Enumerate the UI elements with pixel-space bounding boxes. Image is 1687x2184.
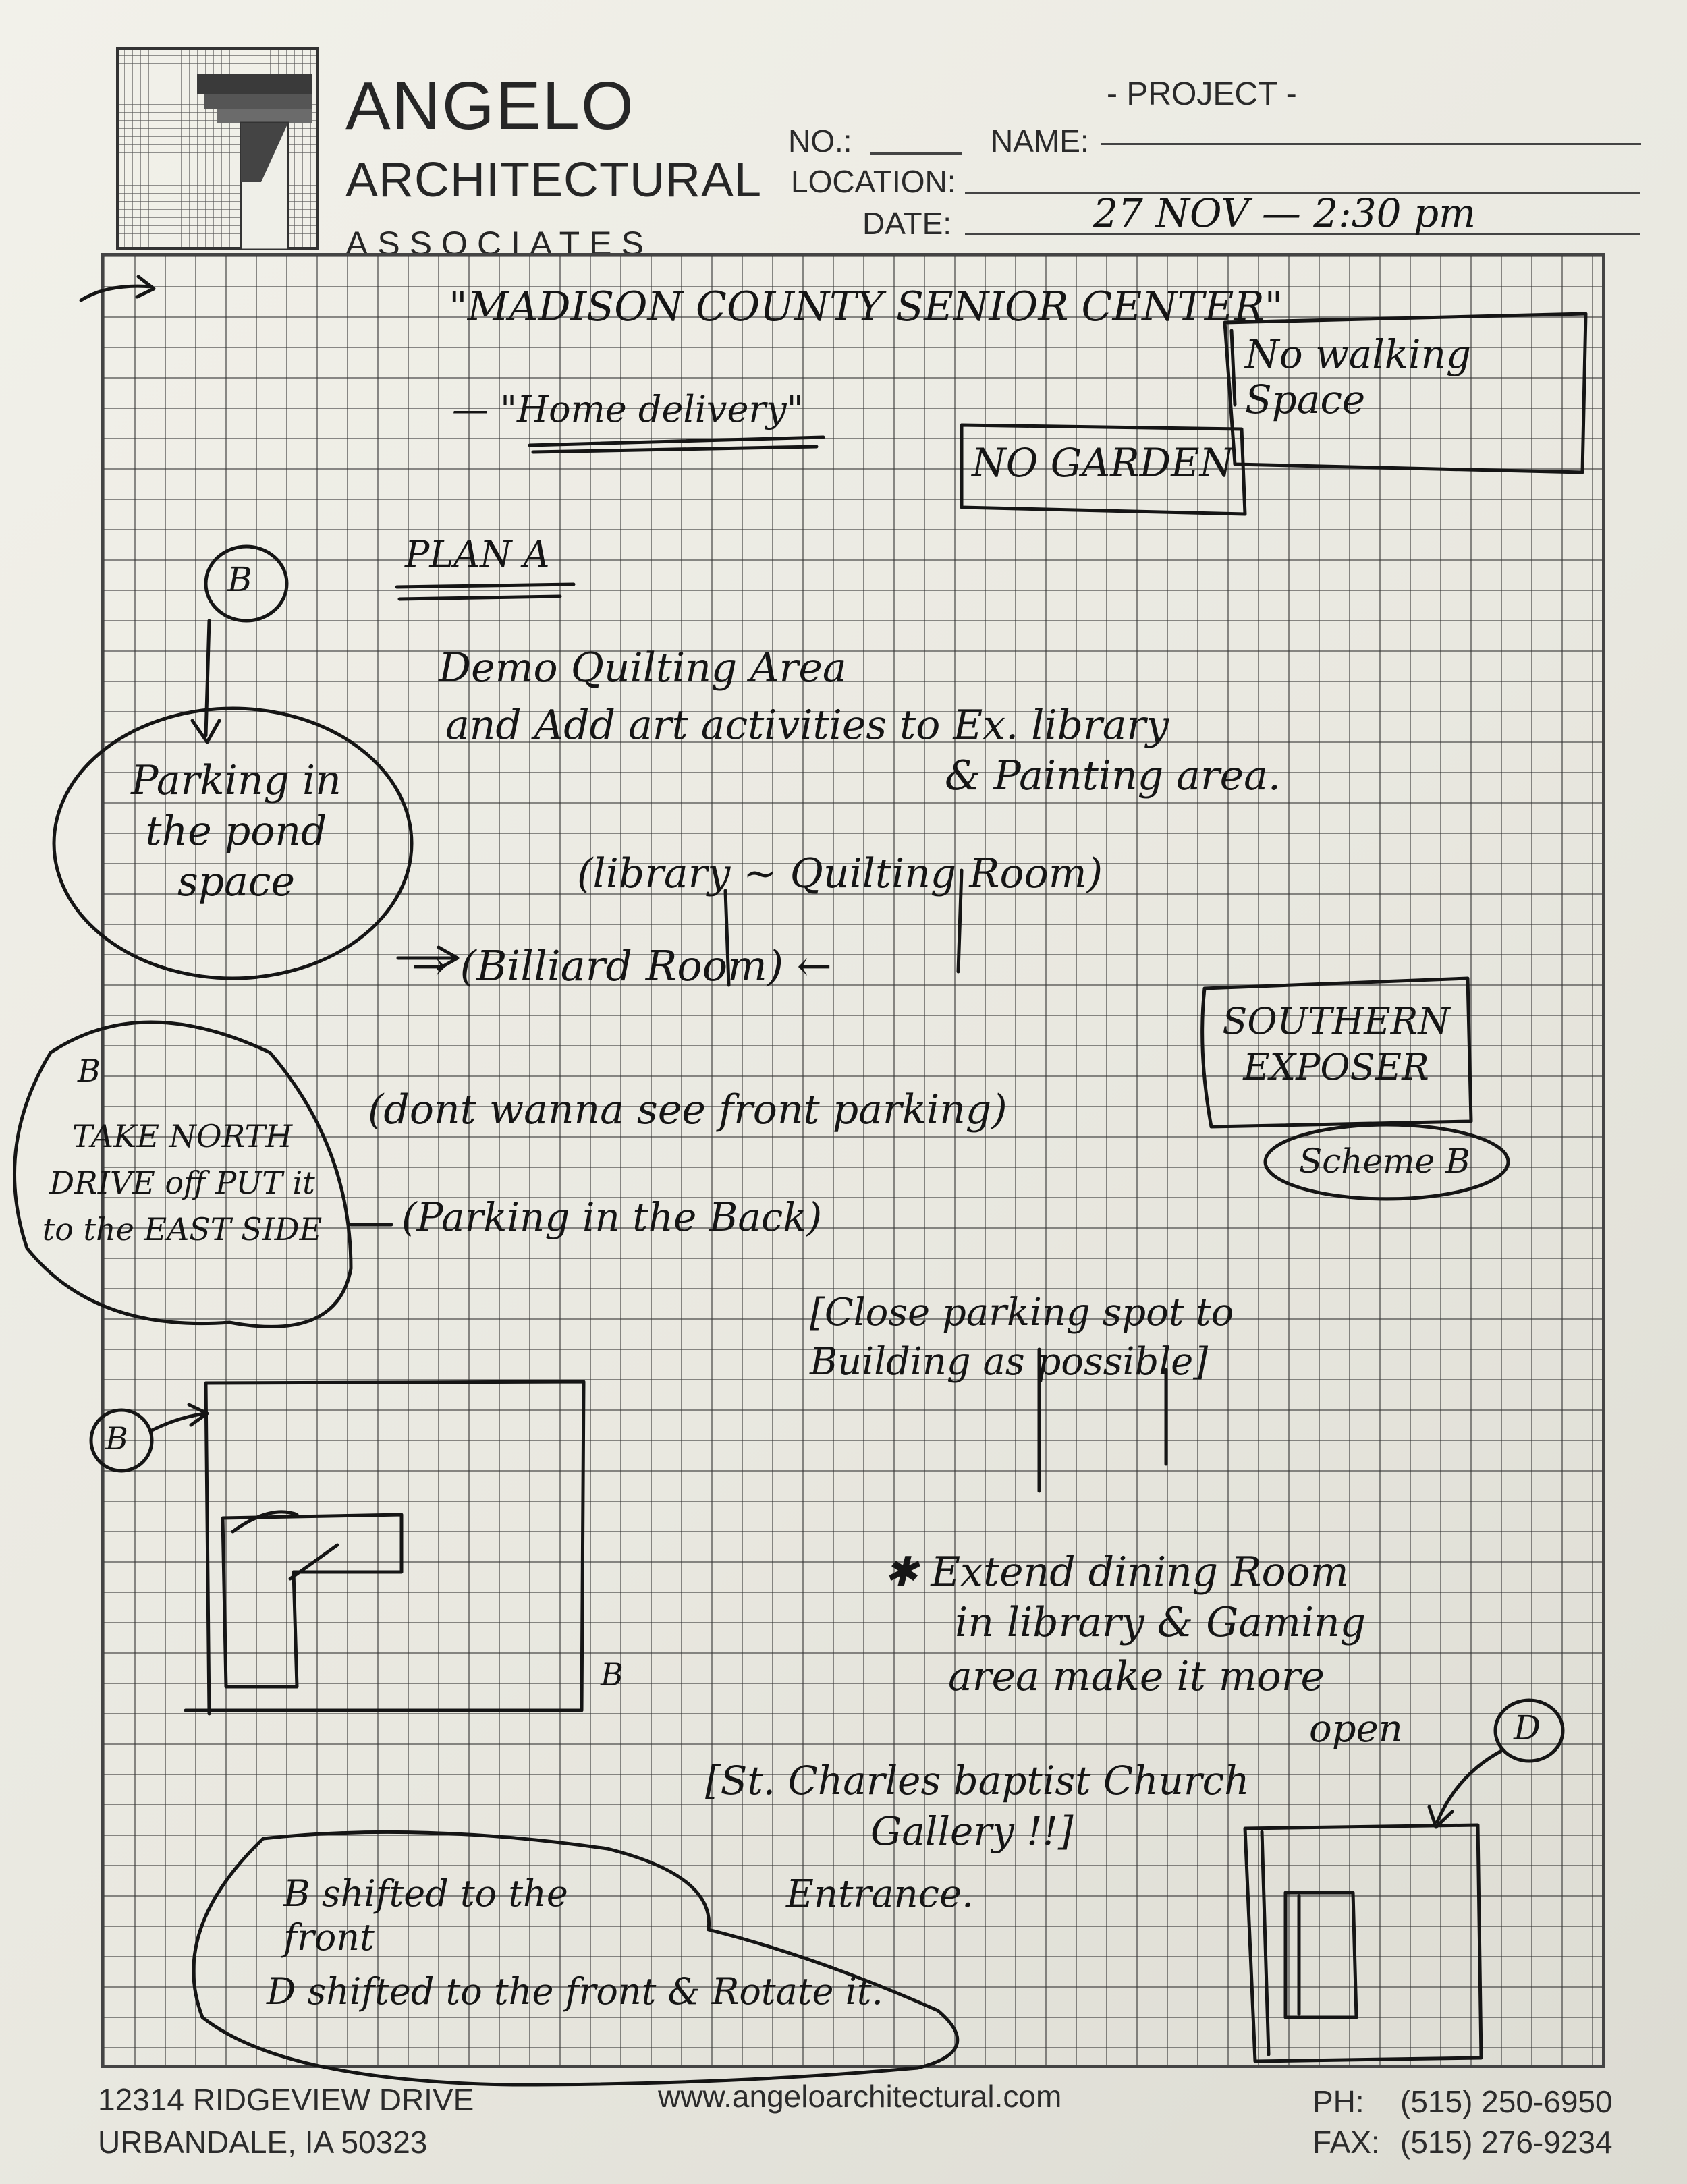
scheme-b-oval xyxy=(1263,1123,1510,1201)
note-demo-line-3: & Painting area. xyxy=(945,752,1281,800)
note-billiard-room: → (Billiard Room) ← xyxy=(412,941,832,990)
footer-fax-label: FAX: xyxy=(1312,2125,1380,2160)
note-church-2: Gallery !!] xyxy=(870,1808,1074,1854)
note-home-delivery: — "Home delivery" xyxy=(452,388,804,430)
marker-b-site: B xyxy=(601,1656,624,1693)
note-extend-dining-1: ✱ Extend dining Room xyxy=(884,1548,1349,1596)
note-close-parking: [Close parking spot to Building as possi… xyxy=(810,1291,1234,1384)
note-demo-line-2: and Add art activities to Ex. library xyxy=(445,702,1169,749)
note-church-1: [St. Charles baptist Church xyxy=(705,1758,1250,1803)
project-location-line xyxy=(965,192,1640,194)
footer-phone: (515) 250-6950 xyxy=(1400,2084,1613,2119)
note-extend-dining-4: open xyxy=(1309,1707,1403,1751)
b-circle-bottom xyxy=(89,1408,154,1473)
site-sketch-b xyxy=(184,1380,586,1716)
note-take-north-drive: TAKE NORTH DRIVE off PUT it to the EAST … xyxy=(42,1118,323,1248)
project-name-label: NAME: xyxy=(991,123,1089,159)
project-no-line xyxy=(870,152,962,155)
brand-subtitle: ARCHITECTURAL xyxy=(345,153,763,207)
footer-website[interactable]: www.angeloarchitectural.com xyxy=(658,2079,1062,2114)
project-name-line xyxy=(1101,143,1641,145)
note-southern-exposer: SOUTHERN EXPOSER xyxy=(1222,1000,1450,1088)
project-date-line xyxy=(965,233,1640,235)
site-sketch-d xyxy=(1243,1823,1483,2063)
margin-arrow xyxy=(79,275,156,302)
note-extend-dining-2: in library & Gaming xyxy=(955,1599,1366,1646)
brand-name: ANGELO xyxy=(345,68,635,144)
marker-d: D xyxy=(1514,1708,1541,1747)
note-plan-a: PLAN A xyxy=(405,533,550,576)
project-location-label: LOCATION: xyxy=(791,164,956,199)
project-no-label: NO.: xyxy=(788,123,852,159)
no-walking-box xyxy=(1223,312,1588,474)
note-parking-pond: Parking in the pond space xyxy=(131,757,341,905)
b-circle-top xyxy=(204,544,289,623)
parking-pond-oval xyxy=(52,706,414,980)
note-demo-line-1: Demo Quilting Area xyxy=(439,644,847,692)
note-b-shifted: B shifted to the front xyxy=(283,1872,568,1959)
note-scheme-b: Scheme B xyxy=(1299,1142,1470,1181)
d-circle xyxy=(1493,1698,1565,1763)
note-no-garden: NO GARDEN xyxy=(972,440,1234,486)
no-garden-box xyxy=(960,423,1247,516)
angelo-logo xyxy=(116,47,319,250)
note-no-walking-space: No walking Space xyxy=(1245,331,1472,422)
take-north-blob xyxy=(13,1020,353,1328)
marker-b-top: B xyxy=(227,560,252,599)
note-parking-back: (Parking in the Back) xyxy=(402,1194,823,1240)
note-library-quilting: (library ~ Quilting Room) xyxy=(577,850,1103,897)
grid-area xyxy=(101,253,1605,2068)
note-d-shifted: D shifted to the front & Rotate it. xyxy=(267,1970,883,2013)
note-front-parking: (dont wanna see front parking) xyxy=(368,1086,1007,1133)
project-heading: - PROJECT - xyxy=(1107,76,1297,112)
project-date-label: DATE: xyxy=(862,206,952,241)
marker-b-left: B xyxy=(78,1053,101,1089)
note-entrance: Entrance. xyxy=(786,1872,974,1916)
note-extend-dining-3: area make it more xyxy=(948,1653,1325,1700)
footer-address-2: URBANDALE, IA 50323 xyxy=(98,2125,428,2160)
footer-fax: (515) 276-9234 xyxy=(1400,2125,1613,2160)
footer-phone-label: PH: xyxy=(1312,2084,1364,2119)
marker-b-bottom: B xyxy=(105,1420,128,1457)
date-value: 27 NOV — 2:30 pm xyxy=(1093,190,1476,236)
footer-address-1: 12314 RIDGEVIEW DRIVE xyxy=(98,2082,474,2117)
southern-exposer-box xyxy=(1200,976,1473,1129)
note-project-title: "MADISON COUNTY SENIOR CENTER" xyxy=(449,283,1283,331)
bottom-notes-blob xyxy=(192,1830,960,2087)
